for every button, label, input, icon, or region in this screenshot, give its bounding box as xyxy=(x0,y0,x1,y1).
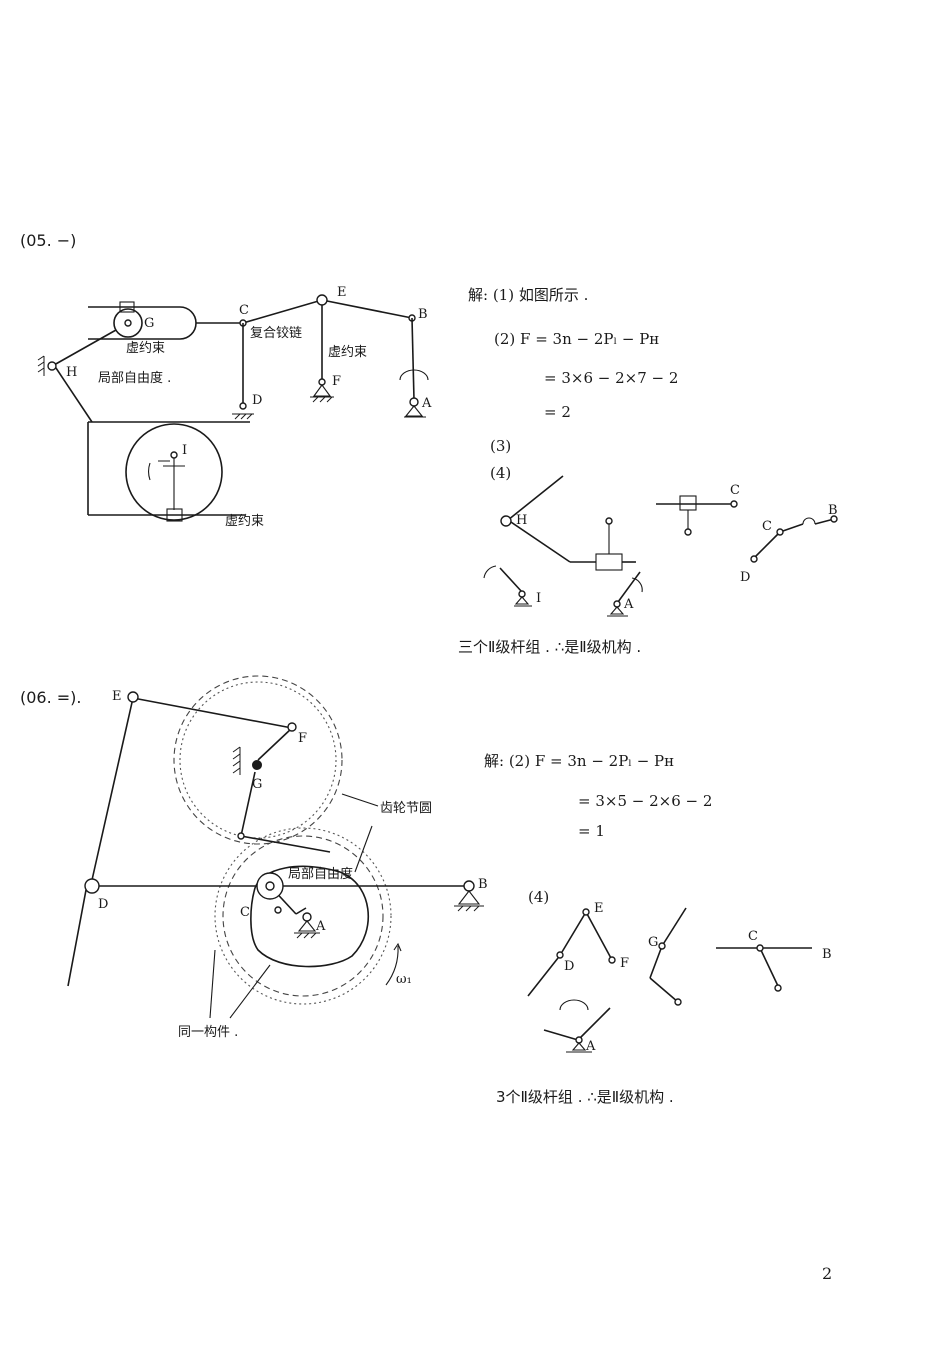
solution-05-line-2: (2) F = 3n − 2Pₗ − Pʜ xyxy=(494,330,659,348)
label-05-D: D xyxy=(252,393,262,408)
label-05-F: F xyxy=(332,374,341,389)
label-06-F: F xyxy=(298,731,307,746)
group-06-label-A: A xyxy=(585,1039,596,1054)
solution-05-line-3: = 3×6 − 2×7 − 2 xyxy=(544,369,678,387)
note-05-local-dof: 局部自由度 . xyxy=(98,370,171,386)
note-05-virtual-2: 虚约束 xyxy=(328,345,367,360)
group-06-label-C: C xyxy=(748,929,758,944)
solution-06-line-4: (4) xyxy=(528,888,549,906)
problem-06-tag: (06. =). xyxy=(20,688,82,707)
label-05-G: G xyxy=(144,316,154,331)
label-05-C: C xyxy=(239,303,249,318)
label-06-G: G xyxy=(252,777,262,792)
label-05-E: E xyxy=(337,285,347,300)
group-06-label-B: B xyxy=(822,947,832,962)
group-05-label-C: C xyxy=(730,483,740,498)
note-06-local-dof: 局部自由度 xyxy=(288,866,353,882)
group-06-label-F: F xyxy=(620,956,629,971)
note-05-virtual-1: 虚约束 xyxy=(126,341,165,356)
solution-05: 解: (1) 如图所示 . (2) F = 3n − 2Pₗ − Pʜ = 3×… xyxy=(468,286,678,482)
note-06-same-member: 同一构件 . xyxy=(178,1025,238,1040)
link-groups-06 xyxy=(527,907,812,1053)
group-05-label-C2: C xyxy=(762,519,772,534)
solution-05-line-5: (3) xyxy=(490,437,511,455)
group-05-label-B: B xyxy=(828,503,838,518)
group-05-label-D: D xyxy=(740,570,750,585)
label-06-C: C xyxy=(240,905,250,920)
group-05-label-I: I xyxy=(536,591,541,606)
group-05-label-A: A xyxy=(623,597,634,612)
diagram-05-labels: G H C E B D F A I 虚约束 局部自由度 . 复合铰链 虚约束 虚… xyxy=(66,285,432,529)
note-06-pitch-circle: 齿轮节圆 xyxy=(380,801,432,816)
label-06-A: A xyxy=(315,919,326,934)
label-06-omega: ω₁ xyxy=(396,972,412,987)
group-05-label-H: H xyxy=(516,513,527,528)
mechanism-diagram-05 xyxy=(37,294,429,522)
solution-06-line-3: = 1 xyxy=(578,822,605,840)
solution-05-line-1: 解: (1) 如图所示 . xyxy=(468,286,588,304)
label-05-A: A xyxy=(421,396,432,411)
link-groups-05 xyxy=(483,475,838,617)
solution-06-line-1: 解: (2) F = 3n − 2Pₗ − Pʜ xyxy=(484,752,674,770)
diagram-06-labels: E F G D B C A ω₁ 齿轮节圆 局部自由度 同一构件 . xyxy=(98,689,488,1040)
label-05-I: I xyxy=(182,443,187,458)
solution-06-line-2: = 3×5 − 2×6 − 2 xyxy=(578,792,712,810)
group-06-label-G: G xyxy=(648,935,658,950)
note-05-virtual-3: 虚约束 xyxy=(225,514,264,529)
label-06-E: E xyxy=(112,689,122,704)
group-06-label-E: E xyxy=(594,901,604,916)
link-groups-06-labels: E D F G C B A xyxy=(564,901,832,1054)
label-06-B: B xyxy=(478,877,488,892)
link-groups-05-labels: H I A C C B D xyxy=(516,483,838,612)
label-06-D: D xyxy=(98,897,108,912)
solution-05-line-6: (4) xyxy=(490,464,511,482)
label-05-H: H xyxy=(66,365,77,380)
solution-05-line-4: = 2 xyxy=(544,403,571,421)
group-06-label-D: D xyxy=(564,959,574,974)
mechanism-diagram-06 xyxy=(67,675,484,1019)
note-05-compound-hinge: 复合铰链 xyxy=(250,326,302,341)
solution-06: 解: (2) F = 3n − 2Pₗ − Pʜ = 3×5 − 2×6 − 2… xyxy=(484,752,712,906)
page-number: 2 xyxy=(822,1264,833,1283)
conclusion-06: 3个Ⅱ级杆组 . ∴是Ⅱ级机构 . xyxy=(496,1088,674,1106)
label-05-B: B xyxy=(418,307,428,322)
conclusion-05: 三个Ⅱ级杆组 . ∴是Ⅱ级机构 . xyxy=(458,638,641,656)
problem-05-tag: (05. −) xyxy=(20,231,76,250)
